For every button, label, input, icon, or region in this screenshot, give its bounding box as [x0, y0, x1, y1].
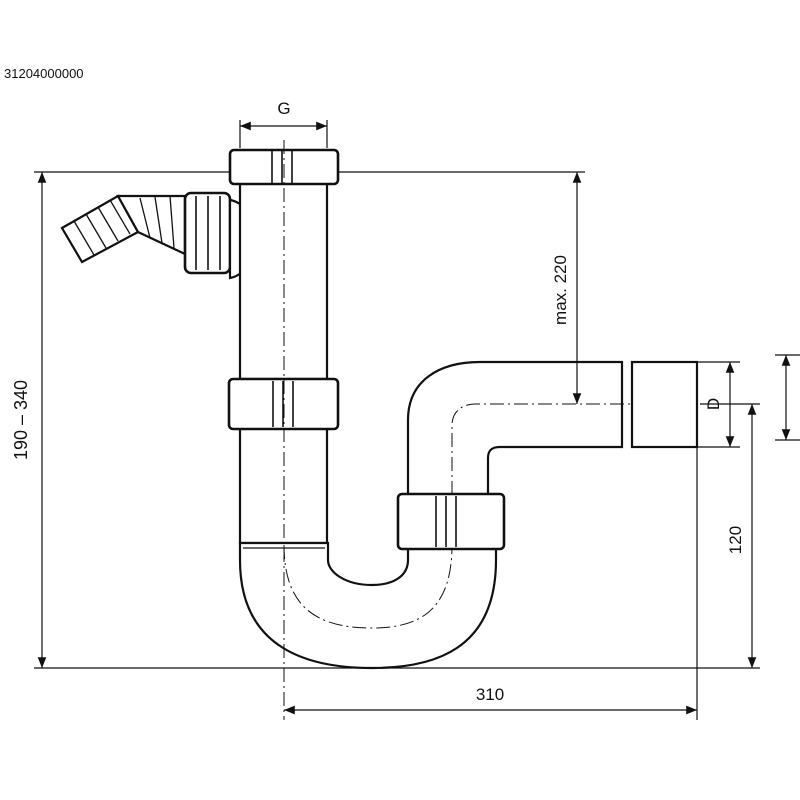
outlet-bend [396, 360, 700, 551]
dimension-label-g: G [277, 99, 290, 118]
dimension-label-120: 120 [726, 526, 745, 554]
dimension-lines [34, 120, 800, 720]
dimension-label-310: 310 [476, 685, 504, 704]
dimension-label-height-range: 190 – 340 [11, 380, 31, 460]
hose-connector [60, 191, 256, 280]
u-bend [238, 541, 498, 670]
dimension-label-d: D [704, 398, 723, 410]
article-number: 31204000000 [4, 66, 84, 81]
dimension-label-max-height: max. 220 [551, 255, 570, 325]
